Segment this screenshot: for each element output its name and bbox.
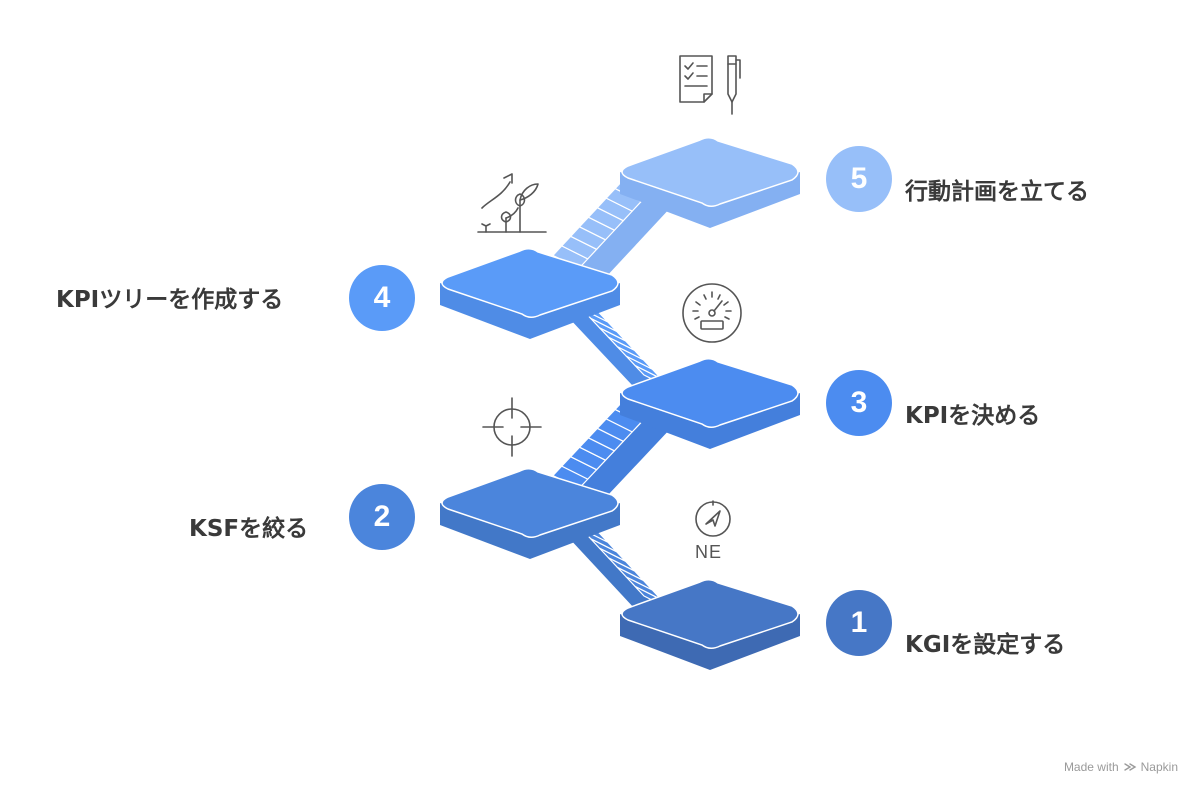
platform-step-4 xyxy=(440,248,620,339)
compass-direction-label: NE xyxy=(695,542,723,562)
platform-step-2 xyxy=(440,468,620,559)
step-5-label: 行動計画を立てる xyxy=(905,179,1089,205)
step-4-label: KPIツリーを作成する xyxy=(56,287,284,313)
platform-step-3 xyxy=(620,358,800,449)
platform-step-5 xyxy=(620,137,800,228)
stair-flight-3 xyxy=(563,289,671,402)
credit-brand: Napkin xyxy=(1140,760,1178,774)
step-2-badge: 2 xyxy=(349,484,415,550)
compass-icon xyxy=(695,500,731,537)
growth-plant-icon xyxy=(477,173,547,233)
gauge-icon xyxy=(682,283,742,343)
step-1-badge: 1 xyxy=(826,590,892,656)
credit-prefix: Made with xyxy=(1063,760,1119,774)
made-with-credit: Made with Napkin xyxy=(1064,760,1178,774)
step-2-label: KSFを絞る xyxy=(189,516,309,542)
step-5-badge: 5 xyxy=(826,146,892,212)
checklist-pen-icon xyxy=(679,55,741,115)
step-3-badge: 3 xyxy=(826,370,892,436)
napkin-logo-icon xyxy=(1123,763,1137,771)
step-3-label: KPIを決める xyxy=(905,403,1041,429)
platform-step-1 xyxy=(620,579,800,670)
crosshair-icon xyxy=(482,397,542,457)
step-4-badge: 4 xyxy=(349,265,415,331)
step-1-label: KGIを設定する xyxy=(905,632,1066,658)
